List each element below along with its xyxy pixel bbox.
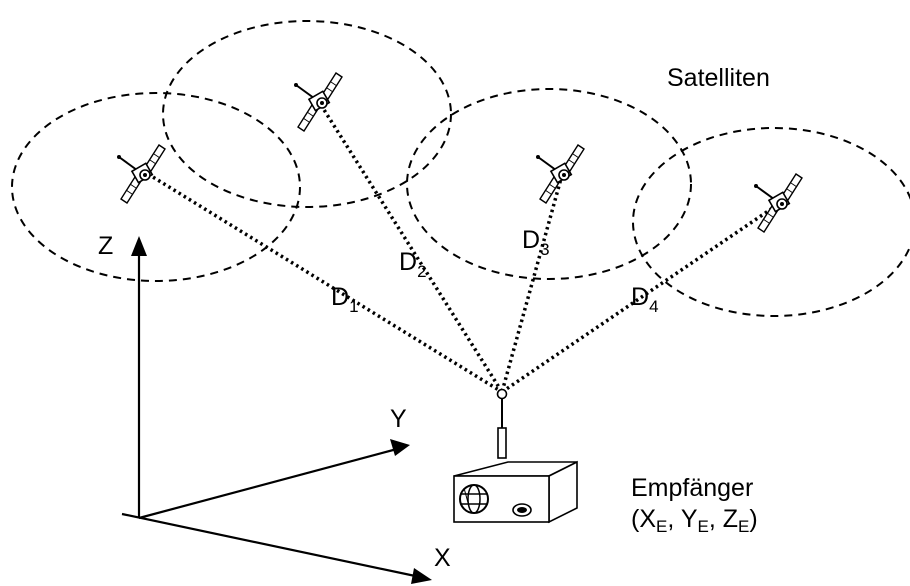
coverage-ellipse-2 — [162, 20, 452, 208]
z-axis-arrowhead — [131, 236, 147, 256]
distance-rays — [147, 104, 778, 394]
distance-ray-3 — [500, 174, 564, 393]
satellite-icon — [293, 72, 343, 132]
receiver-label: Empfänger — [631, 474, 753, 502]
satellites — [116, 72, 803, 233]
coordinate-axes — [121, 236, 432, 584]
z-axis-label: Z — [98, 232, 113, 260]
coverage-ellipse-3 — [406, 88, 692, 280]
distance-label-2: D2 — [399, 248, 427, 281]
y-axis — [138, 447, 398, 520]
x-axis — [121, 512, 421, 579]
distance-ray-2 — [319, 104, 504, 393]
satellite-icon — [116, 144, 166, 204]
y-axis-label: Y — [390, 405, 407, 433]
receiver-icon — [453, 388, 578, 524]
distance-label-1: D1 — [331, 283, 359, 316]
x-axis-label: X — [434, 544, 451, 572]
coverage-ellipses — [11, 20, 910, 317]
distance-ray-4 — [501, 203, 778, 394]
x-axis-arrowhead — [411, 568, 432, 584]
satellite-icon — [753, 173, 803, 233]
coverage-ellipse-1 — [11, 92, 301, 282]
satellite-icon — [535, 144, 585, 204]
y-axis-arrowhead — [390, 439, 410, 456]
coverage-ellipse-4 — [632, 127, 910, 317]
distance-label-3: D3 — [522, 226, 550, 259]
receiver-coordinates: (XE, YE, ZE) — [631, 505, 758, 536]
satellites-label: Satelliten — [667, 64, 770, 92]
distance-label-4: D4 — [631, 283, 659, 316]
